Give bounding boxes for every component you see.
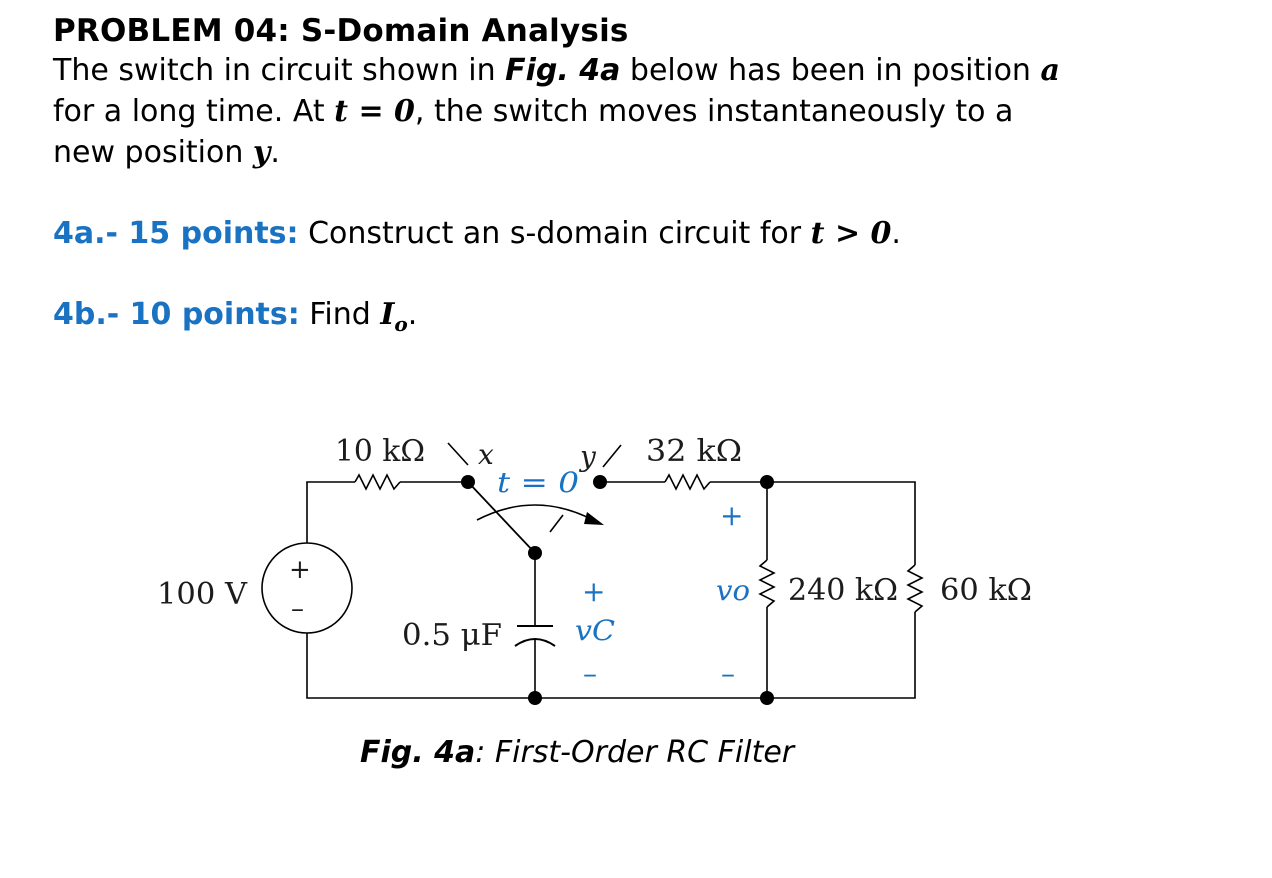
- voltage-source: [261, 542, 353, 634]
- switch-y-tick: [602, 444, 622, 468]
- question-4a-label: 4a.- 15 points:: [53, 216, 299, 251]
- statement-period: .: [270, 135, 280, 170]
- resistor-60k: [906, 564, 924, 613]
- statement-text-3: for a long time. At: [53, 94, 335, 129]
- statement-fig-ref: Fig. 4a: [505, 53, 621, 88]
- label-vo: vo: [716, 574, 750, 607]
- question-4b-math: I: [380, 297, 395, 332]
- node-bottom-cap: [528, 691, 542, 705]
- question-4a-end: .: [891, 216, 901, 251]
- switch-x-tick: [447, 442, 469, 466]
- label-source: 100 V: [157, 577, 248, 612]
- switch-arrow-head: [584, 512, 604, 525]
- question-4b: 4b.- 10 points: Find Io.: [53, 294, 417, 345]
- label-capacitor: 0.5 μF: [402, 618, 502, 653]
- wire-bottom: [306, 610, 916, 699]
- label-r3: 240 kΩ: [788, 573, 898, 608]
- resistor-10k: [354, 473, 401, 491]
- label-r2: 32 kΩ: [646, 434, 742, 469]
- label-switch-x: x: [478, 438, 494, 471]
- circuit-nodes: [461, 475, 774, 705]
- switch-blade: [467, 481, 536, 554]
- problem-statement: The switch in circuit shown in Fig. 4a b…: [53, 50, 1153, 173]
- vc-plus: +: [582, 575, 605, 608]
- source-minus: –: [291, 594, 304, 624]
- source-plus: +: [289, 555, 311, 585]
- problem-document: PROBLEM 04: S-Domain Analysis The switch…: [53, 12, 1153, 336]
- switch-motion-arc: [476, 504, 594, 521]
- question-4a-text: Construct an s-domain circuit for: [298, 216, 811, 251]
- caption-fig-ref: Fig. 4a: [360, 735, 476, 770]
- statement-text-4: , the switch moves instantaneously to a: [414, 94, 1014, 129]
- statement-text-2: below has been in position: [620, 53, 1041, 88]
- wire-top-right: [710, 481, 916, 565]
- vo-minus: –: [721, 657, 735, 690]
- circuit-wires: [306, 442, 924, 699]
- figure-caption: Fig. 4a: First-Order RC Filter: [360, 735, 794, 770]
- caption-text: : First-Order RC Filter: [475, 735, 795, 770]
- label-vc: vC: [575, 614, 615, 647]
- node-switch-pivot: [528, 546, 542, 560]
- statement-t-eq-0: t = 0: [334, 94, 415, 129]
- question-4b-end: .: [407, 297, 418, 332]
- vo-plus: +: [720, 499, 743, 532]
- resistor-240k: [758, 559, 776, 608]
- wire-left-top: [306, 481, 355, 565]
- node-top-right: [760, 475, 774, 489]
- problem-title: PROBLEM 04: S-Domain Analysis: [53, 13, 629, 49]
- question-4a-math: t > 0: [810, 216, 892, 251]
- resistor-32k: [664, 473, 711, 491]
- label-r4: 60 kΩ: [940, 573, 1032, 608]
- vc-minus: –: [583, 657, 597, 690]
- statement-position-y: y: [252, 135, 271, 170]
- statement-text-1: The switch in circuit shown in: [53, 53, 506, 88]
- question-4b-sub: o: [394, 312, 408, 336]
- label-r1: 10 kΩ: [335, 434, 425, 469]
- label-switch-y: y: [578, 440, 597, 473]
- switch-path-tick: [549, 514, 564, 533]
- question-4b-label: 4b.- 10 points:: [53, 297, 300, 332]
- statement-position-a: a: [1040, 53, 1060, 88]
- label-switch-time: t = 0: [497, 466, 579, 499]
- question-4a: 4a.- 15 points: Construct an s-domain ci…: [53, 213, 901, 254]
- node-bottom-right: [760, 691, 774, 705]
- statement-text-5: new position: [53, 135, 253, 170]
- question-4b-text: Find: [299, 297, 381, 332]
- node-x: [461, 475, 475, 489]
- node-y: [593, 475, 607, 489]
